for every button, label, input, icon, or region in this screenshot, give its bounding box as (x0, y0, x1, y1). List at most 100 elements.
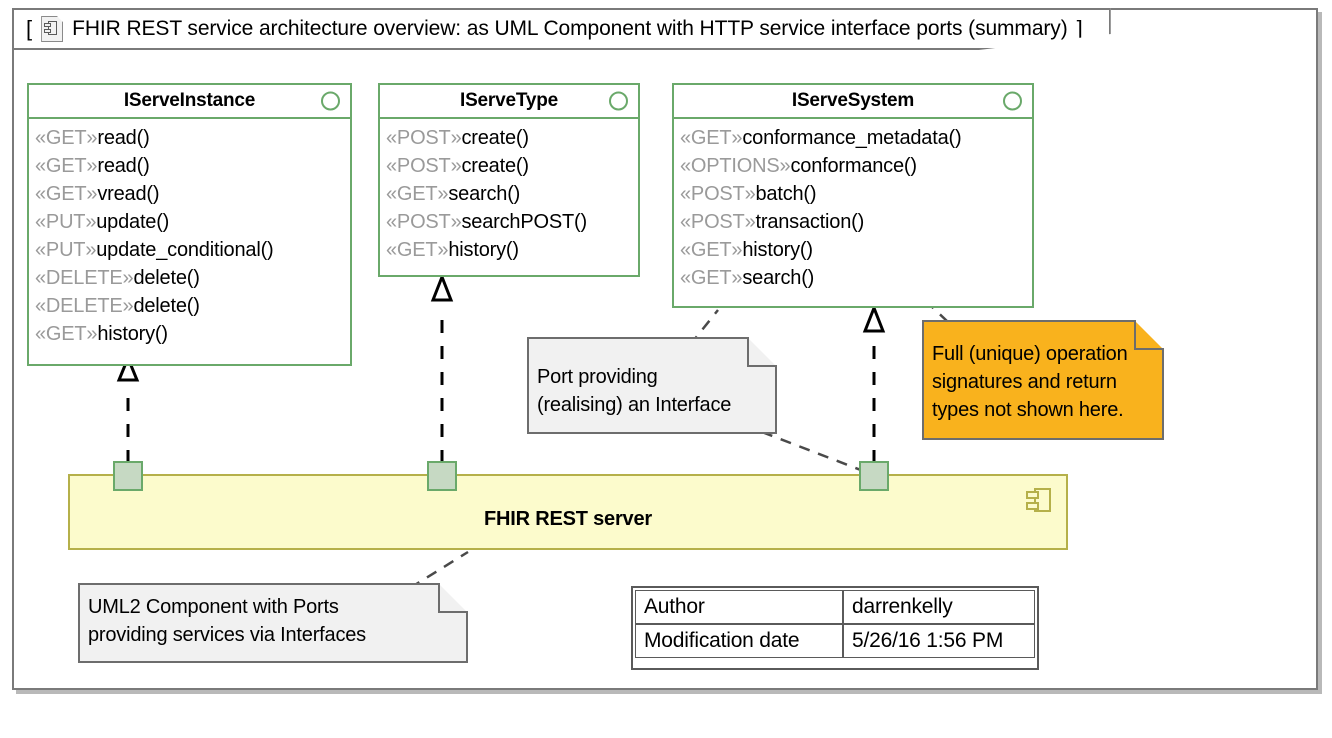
note-fold-corner (438, 583, 468, 613)
metadata-table-inner: Author darrenkelly Modification date 5/2… (635, 590, 1035, 658)
component-document-icon (41, 16, 64, 42)
operation-stereotype: «GET» (386, 239, 449, 261)
operation-name: update_conditional() (96, 239, 274, 261)
operation-stereotype: «POST» (386, 127, 462, 149)
note-text: UML2 Component with Ports providing serv… (78, 583, 468, 649)
operation-row: «POST»batch() (680, 180, 1032, 208)
operation-stereotype: «GET» (386, 183, 449, 205)
metadata-row-author: Author darrenkelly (636, 591, 1034, 623)
operation-row: «PUT»update() (35, 208, 350, 236)
operation-name: history() (448, 239, 519, 261)
interface-iservesystem[interactable]: IServeSystem «GET»conformance_metadata()… (672, 83, 1034, 308)
note-line: (realising) an Interface (537, 394, 732, 416)
operation-name: conformance() (790, 155, 917, 177)
operation-stereotype: «POST» (386, 211, 462, 233)
operation-stereotype: «GET» (680, 267, 743, 289)
operation-stereotype: «PUT» (35, 239, 97, 261)
note-line: providing services via Interfaces (88, 624, 366, 646)
component-label: FHIR REST server (484, 508, 652, 530)
port-iserveinstance[interactable] (113, 461, 143, 491)
note-body (78, 583, 468, 663)
operation-row: «GET»conformance_metadata() (680, 124, 1032, 152)
operation-row: «POST»transaction() (680, 208, 1032, 236)
operation-name: history() (97, 323, 168, 345)
operation-row: «GET»search() (386, 180, 638, 208)
operation-stereotype: «DELETE» (35, 295, 134, 317)
note-line: signatures and return (932, 371, 1117, 393)
interface-name: IServeType (460, 90, 558, 111)
operation-name: update() (96, 211, 170, 233)
operation-name: vread() (97, 183, 160, 205)
operation-name: searchPOST() (461, 211, 588, 233)
uml-component-icon (1026, 488, 1052, 512)
note-text: Port providing (realising) an Interface (527, 337, 777, 419)
operation-name: transaction() (755, 211, 865, 233)
operation-list: «GET»conformance_metadata() «OPTIONS»con… (674, 119, 1032, 298)
metadata-table[interactable]: Author darrenkelly Modification date 5/2… (631, 586, 1039, 670)
operation-stereotype: «DELETE» (35, 267, 134, 289)
operation-name: delete() (133, 267, 200, 289)
operation-name: search() (448, 183, 521, 205)
operation-name: delete() (133, 295, 200, 317)
note-line: UML2 Component with Ports (88, 596, 339, 618)
metadata-value: 5/26/16 1:56 PM (852, 629, 1004, 652)
port-iservesystem[interactable] (859, 461, 889, 491)
operation-row: «DELETE»delete() (35, 264, 350, 292)
note-uml2-component[interactable]: UML2 Component with Ports providing serv… (78, 583, 468, 663)
operation-stereotype: «GET» (680, 127, 743, 149)
interface-header: IServeInstance (29, 85, 350, 119)
interface-header: IServeType (380, 85, 638, 119)
component-fhir-rest-server[interactable]: FHIR REST server (68, 474, 1068, 550)
note-line: types not shown here. (932, 399, 1124, 421)
interface-iservetype[interactable]: IServeType «POST»create() «POST»create()… (378, 83, 640, 277)
operation-row: «PUT»update_conditional() (35, 236, 350, 264)
note-port-providing[interactable]: Port providing (realising) an Interface (527, 337, 777, 434)
operation-stereotype: «GET» (35, 155, 98, 177)
operation-name: conformance_metadata() (742, 127, 962, 149)
interface-circle-icon (609, 91, 628, 111)
interface-header: IServeSystem (674, 85, 1032, 119)
note-line: Port providing (537, 366, 658, 388)
operation-stereotype: «PUT» (35, 211, 97, 233)
operation-stereotype: «GET» (35, 127, 98, 149)
operation-row: «GET»history() (680, 236, 1032, 264)
operation-row: «GET»search() (680, 264, 1032, 292)
operation-list: «GET»read() «GET»read() «GET»vread() «PU… (29, 119, 350, 354)
interface-name: IServeInstance (123, 90, 256, 111)
operation-list: «POST»create() «POST»create() «GET»searc… (380, 119, 638, 270)
note-fold-corner (1134, 320, 1164, 350)
operation-name: read() (97, 155, 150, 177)
interface-iserveinstance[interactable]: IServeInstance «GET»read() «GET»read() «… (27, 83, 352, 366)
metadata-key: Modification date (636, 625, 844, 657)
operation-stereotype: «POST» (386, 155, 462, 177)
operation-row: «GET»read() (35, 124, 350, 152)
bracket-open: [ (26, 16, 33, 41)
operation-row: «OPTIONS»conformance() (680, 152, 1032, 180)
operation-stereotype: «POST» (680, 183, 756, 205)
operation-row: «POST»create() (386, 124, 638, 152)
operation-stereotype: «GET» (680, 239, 743, 261)
note-fold-corner (747, 337, 777, 367)
operation-name: batch() (755, 183, 817, 205)
interface-name: IServeSystem (791, 90, 915, 111)
operation-row: «GET»read() (35, 152, 350, 180)
note-signatures[interactable]: Full (unique) operation signatures and r… (922, 320, 1164, 440)
diagram-frame-title-tab[interactable]: [ FHIR REST service architecture overvie… (12, 8, 1111, 50)
operation-row: «POST»create() (386, 152, 638, 180)
operation-row: «POST»searchPOST() (386, 208, 638, 236)
note-body (527, 337, 777, 434)
note-text: Full (unique) operation signatures and r… (922, 320, 1164, 424)
metadata-key: Author (636, 591, 844, 623)
operation-stereotype: «GET» (35, 183, 98, 205)
operation-name: history() (742, 239, 813, 261)
operation-stereotype: «OPTIONS» (680, 155, 791, 177)
operation-row: «GET»vread() (35, 180, 350, 208)
operation-name: create() (461, 155, 530, 177)
operation-stereotype: «GET» (35, 323, 98, 345)
port-iservetype[interactable] (427, 461, 457, 491)
operation-row: «GET»history() (386, 236, 638, 264)
page-title: FHIR REST service architecture overview:… (72, 17, 1068, 40)
bracket-close: ] (1076, 16, 1083, 41)
operation-name: create() (461, 127, 530, 149)
